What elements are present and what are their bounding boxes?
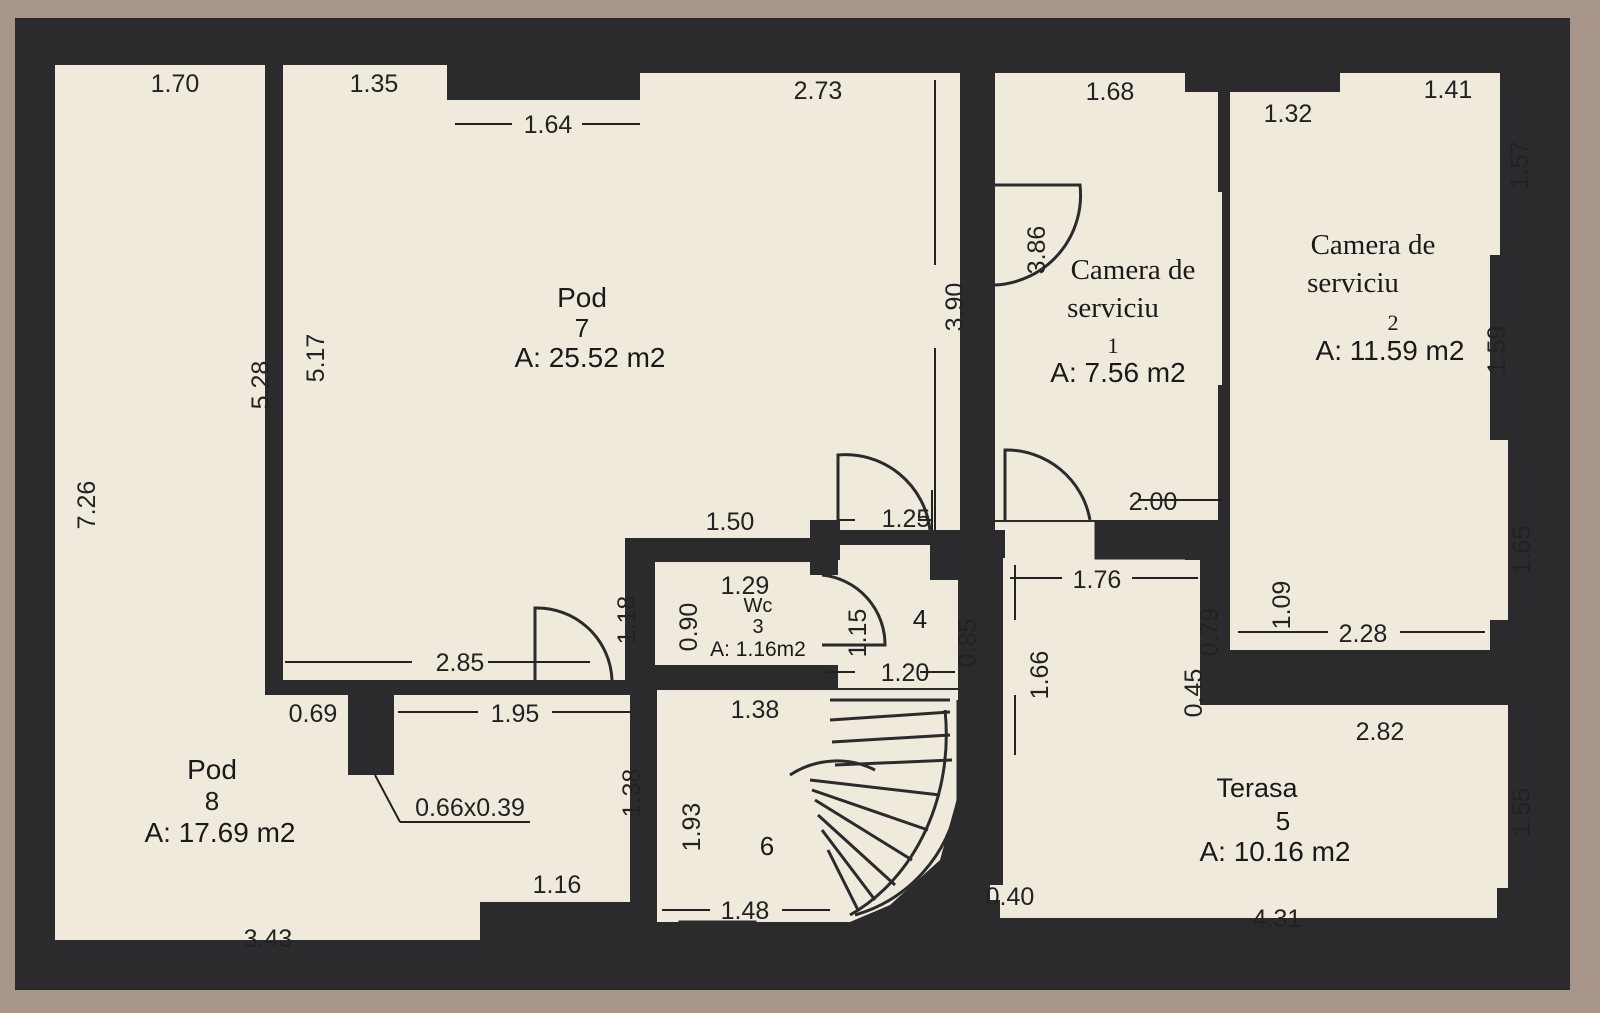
pod7-number: 7 — [575, 313, 589, 343]
dim-label: 0.79 — [1196, 608, 1224, 657]
dim-label: 3.43 — [244, 925, 293, 953]
dim-label: 1.25 — [882, 505, 931, 533]
pod7-name: Pod — [557, 282, 607, 313]
door-corridor-swing — [1003, 448, 1092, 521]
floor-room2 — [1230, 73, 1508, 650]
dim-label: 1.48 — [721, 897, 770, 925]
floor-terasa5 — [990, 558, 1508, 918]
room-labels: Pod 7 A: 25.52 m2 Pod 8 A: 17.69 m2 Came… — [145, 229, 1465, 867]
dim-label: 3.86 — [1023, 226, 1051, 275]
dim-label: 1.64 — [524, 111, 573, 139]
door-hall-swing — [836, 453, 932, 531]
wc3-area: A: 1.16m2 — [710, 638, 806, 661]
dim-label: 1.15 — [844, 609, 872, 658]
terasa5-number: 5 — [1276, 806, 1290, 836]
dim-label: 1.95 — [491, 700, 540, 728]
vertical-dimension-labels: 1.57 3.86 3.90 5.28 5.17 7.26 1.59 1.65 … — [73, 141, 1536, 852]
dim-label: 0.66x0.39 — [415, 794, 525, 822]
dim-label: 1.41 — [1424, 76, 1473, 104]
terasa5-name: Terasa — [1216, 773, 1298, 803]
dim-label: 2.73 — [794, 77, 843, 105]
dim-label: 5.28 — [247, 361, 275, 410]
dim-label: 1.93 — [678, 803, 706, 852]
dim-label: 1.55 — [1508, 788, 1536, 837]
room1-number: 1 — [1108, 333, 1119, 358]
floor-pod7 — [283, 65, 960, 680]
door-pod-swing — [533, 606, 614, 681]
wc3-number: 3 — [752, 616, 763, 638]
hall4-number: 4 — [913, 604, 927, 634]
dimension-labels: 1.70 1.35 1.64 2.73 1.68 1.32 1.41 2.00 … — [151, 70, 1473, 953]
door-room1-swing — [994, 183, 1083, 287]
room1-area: A: 7.56 m2 — [1050, 357, 1185, 388]
dim-label: 1.16 — [533, 871, 582, 899]
dim-label: 0.40 — [986, 883, 1035, 911]
dim-label: 1.70 — [151, 70, 200, 98]
dim-label: 1.29 — [721, 572, 770, 600]
dim-label: 1.18 — [613, 596, 641, 645]
dim-label: 1.57 — [1506, 141, 1534, 190]
room-floors — [55, 65, 1508, 940]
room2-name-line1: Camera de — [1311, 229, 1436, 261]
spiral-stair — [789, 698, 960, 917]
dim-label: 3.90 — [941, 283, 969, 332]
room2-name-line2: serviciu — [1307, 267, 1399, 299]
terasa5-area: A: 10.16 m2 — [1200, 836, 1351, 867]
pod8-area: A: 17.69 m2 — [145, 817, 296, 848]
dim-label: 2.85 — [436, 649, 485, 677]
dim-label: 1.76 — [1073, 566, 1122, 594]
dim-label: 1.68 — [1086, 78, 1135, 106]
steps — [678, 520, 1447, 979]
dimension-lines — [285, 80, 1485, 911]
dim-label: 1.35 — [350, 70, 399, 98]
room1-name-line2: serviciu — [1067, 292, 1159, 324]
dim-label: 4.31 — [1253, 905, 1302, 933]
dim-label: 2.28 — [1339, 620, 1388, 648]
dim-label: 1.32 — [1264, 100, 1313, 128]
dim-label: 1.59 — [1483, 326, 1511, 375]
dim-label: 0.45 — [1180, 669, 1208, 718]
door-wc-swing — [821, 573, 887, 647]
dim-label: 0.69 — [289, 700, 338, 728]
room1-name-line1: Camera de — [1071, 254, 1196, 286]
pod8-number: 8 — [205, 786, 219, 816]
dim-label: 5.17 — [302, 334, 330, 383]
dim-label: 1.09 — [1268, 581, 1296, 630]
dim-label: 1.66 — [1026, 651, 1054, 700]
pod8-name: Pod — [187, 754, 237, 785]
dim-label: 2.00 — [1129, 488, 1178, 516]
dim-label: 1.38 — [731, 696, 780, 724]
room2-number: 2 — [1388, 310, 1399, 335]
floor-pod8 — [55, 65, 630, 940]
room2-area: A: 11.59 m2 — [1316, 335, 1465, 366]
dim-label: 0.90 — [675, 603, 703, 652]
dim-label: 0.85 — [954, 619, 982, 668]
stair6-number: 6 — [760, 831, 774, 861]
dim-label: 1.38 — [618, 769, 646, 818]
dim-label: 1.65 — [1508, 526, 1536, 575]
floor-stair6 — [657, 690, 958, 922]
dim-label: 1.20 — [881, 659, 930, 687]
wc3-name: Wc — [744, 595, 773, 617]
floor-corridor — [995, 522, 1096, 558]
dim-label: 7.26 — [73, 481, 101, 530]
floor-wc3 — [655, 562, 822, 665]
doors — [533, 183, 1092, 681]
floor-hall4 — [822, 545, 958, 688]
dim-label: 1.50 — [706, 508, 755, 536]
pod7-area: A: 25.52 m2 — [515, 342, 666, 373]
dim-label: 2.82 — [1356, 718, 1405, 746]
interior-walls — [265, 65, 1508, 922]
